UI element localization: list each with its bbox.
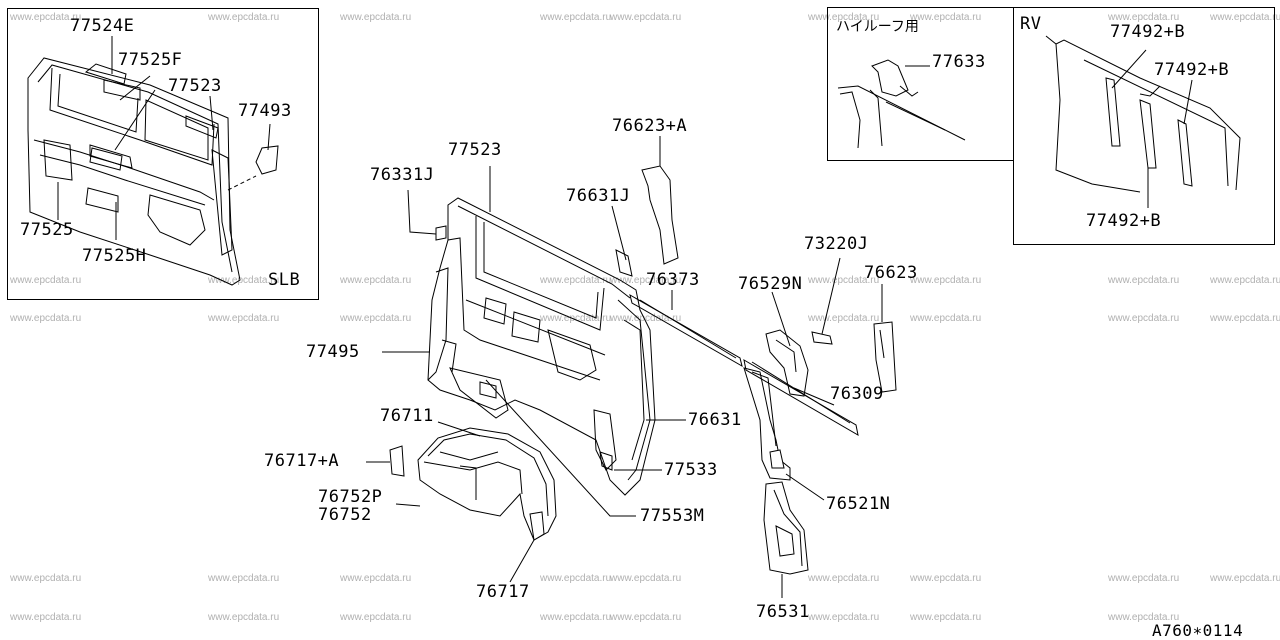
- part-label-76373[interactable]: 76373: [646, 270, 700, 290]
- watermark: www.epcdata.ru: [540, 612, 612, 623]
- watermark: www.epcdata.ru: [10, 612, 82, 623]
- watermark: www.epcdata.ru: [208, 612, 280, 623]
- part-label-76717a[interactable]: 76717+A: [264, 451, 340, 471]
- inset-rv-box: [1013, 7, 1275, 245]
- watermark: www.epcdata.ru: [540, 275, 612, 286]
- watermark: www.epcdata.ru: [610, 573, 682, 584]
- rear-pillar-drawing: [743, 321, 897, 575]
- inset-slb-caption: SLB: [268, 270, 301, 290]
- part-label-77633[interactable]: 77633: [932, 52, 986, 72]
- part-label-76717[interactable]: 76717: [476, 582, 530, 602]
- part-label-76531[interactable]: 76531: [756, 602, 810, 622]
- watermark: www.epcdata.ru: [808, 275, 880, 286]
- part-label-76623a[interactable]: 76623+A: [612, 116, 688, 136]
- watermark: www.epcdata.ru: [1108, 275, 1180, 286]
- watermark: www.epcdata.ru: [910, 573, 982, 584]
- part-label-77493[interactable]: 77493: [238, 101, 292, 121]
- part-label-77525[interactable]: 77525: [20, 220, 74, 240]
- watermark: www.epcdata.ru: [808, 313, 880, 324]
- watermark: www.epcdata.ru: [610, 612, 682, 623]
- slb-leader-lines: [57, 36, 271, 240]
- watermark: www.epcdata.ru: [540, 573, 612, 584]
- watermark: www.epcdata.ru: [208, 275, 280, 286]
- watermark: www.epcdata.ru: [540, 12, 612, 23]
- part-label-77533[interactable]: 77533: [664, 460, 718, 480]
- part-label-76623[interactable]: 76623: [864, 263, 918, 283]
- watermark: www.epcdata.ru: [610, 275, 682, 286]
- watermark: www.epcdata.ru: [340, 573, 412, 584]
- main-side-panel-drawing: [427, 165, 859, 496]
- watermark: www.epcdata.ru: [208, 12, 280, 23]
- part-label-76631[interactable]: 76631: [688, 410, 742, 430]
- inset-slb-box: [7, 8, 319, 300]
- watermark: www.epcdata.ru: [340, 275, 412, 286]
- part-label-77523[interactable]: 77523: [448, 140, 502, 160]
- watermark: www.epcdata.ru: [340, 612, 412, 623]
- part-label-76711[interactable]: 76711: [380, 406, 434, 426]
- watermark: www.epcdata.ru: [10, 275, 82, 286]
- drawing-code: A760∗0114: [1152, 621, 1244, 640]
- watermark: www.epcdata.ru: [910, 275, 982, 286]
- watermark: www.epcdata.ru: [910, 313, 982, 324]
- part-label-76529n[interactable]: 76529N: [738, 274, 803, 294]
- part-label-77525f[interactable]: 77525F: [118, 50, 183, 70]
- watermark: www.epcdata.ru: [1108, 573, 1180, 584]
- watermark: www.epcdata.ru: [910, 612, 982, 623]
- watermark: www.epcdata.ru: [808, 612, 880, 623]
- watermark: www.epcdata.ru: [540, 313, 612, 324]
- part-label-76752[interactable]: 76752: [318, 505, 372, 525]
- watermark: www.epcdata.ru: [10, 573, 82, 584]
- part-label-77492b-1[interactable]: 77492+B: [1110, 22, 1186, 42]
- part-label-73220j[interactable]: 73220J: [804, 234, 869, 254]
- watermark: www.epcdata.ru: [208, 573, 280, 584]
- part-label-76521n[interactable]: 76521N: [826, 494, 891, 514]
- watermark: www.epcdata.ru: [208, 313, 280, 324]
- watermark: www.epcdata.ru: [808, 12, 880, 23]
- part-label-77553m[interactable]: 77553M: [640, 506, 705, 526]
- watermark: www.epcdata.ru: [10, 313, 82, 324]
- inset-high-roof-caption: ハイルーフ用: [836, 19, 919, 35]
- high-roof-drawing: [837, 59, 966, 149]
- part-label-77492b-3[interactable]: 77492+B: [1086, 211, 1162, 231]
- slb-side-panel-drawing: [27, 57, 279, 286]
- watermark: www.epcdata.ru: [808, 573, 880, 584]
- part-label-77495[interactable]: 77495: [306, 342, 360, 362]
- part-label-76631j[interactable]: 76631J: [566, 186, 631, 206]
- watermark: www.epcdata.ru: [910, 12, 982, 23]
- part-label-77492b-2[interactable]: 77492+B: [1154, 60, 1230, 80]
- part-label-77525h[interactable]: 77525H: [82, 246, 147, 266]
- watermark: www.epcdata.ru: [610, 313, 682, 324]
- inset-rv-caption: RV: [1020, 14, 1042, 34]
- part-label-76752p[interactable]: 76752P: [318, 487, 383, 507]
- part-label-76331j[interactable]: 76331J: [370, 165, 435, 185]
- part-label-77524e[interactable]: 77524E: [70, 16, 135, 36]
- watermark: www.epcdata.ru: [1210, 275, 1280, 286]
- part-label-76309[interactable]: 76309: [830, 384, 884, 404]
- main-leader-lines: [366, 136, 883, 598]
- watermark: www.epcdata.ru: [340, 313, 412, 324]
- watermark: www.epcdata.ru: [1108, 12, 1180, 23]
- watermark: www.epcdata.ru: [1210, 313, 1280, 324]
- wheel-house-drawing: [389, 427, 557, 541]
- watermark: www.epcdata.ru: [340, 12, 412, 23]
- watermark: www.epcdata.ru: [1210, 12, 1280, 23]
- part-label-77523-slb[interactable]: 77523: [168, 76, 222, 96]
- watermark: www.epcdata.ru: [10, 12, 82, 23]
- watermark: www.epcdata.ru: [610, 12, 682, 23]
- watermark: www.epcdata.ru: [1108, 313, 1180, 324]
- rv-drawing: [1045, 35, 1241, 208]
- watermark: www.epcdata.ru: [1210, 573, 1280, 584]
- watermark: www.epcdata.ru: [1108, 612, 1180, 623]
